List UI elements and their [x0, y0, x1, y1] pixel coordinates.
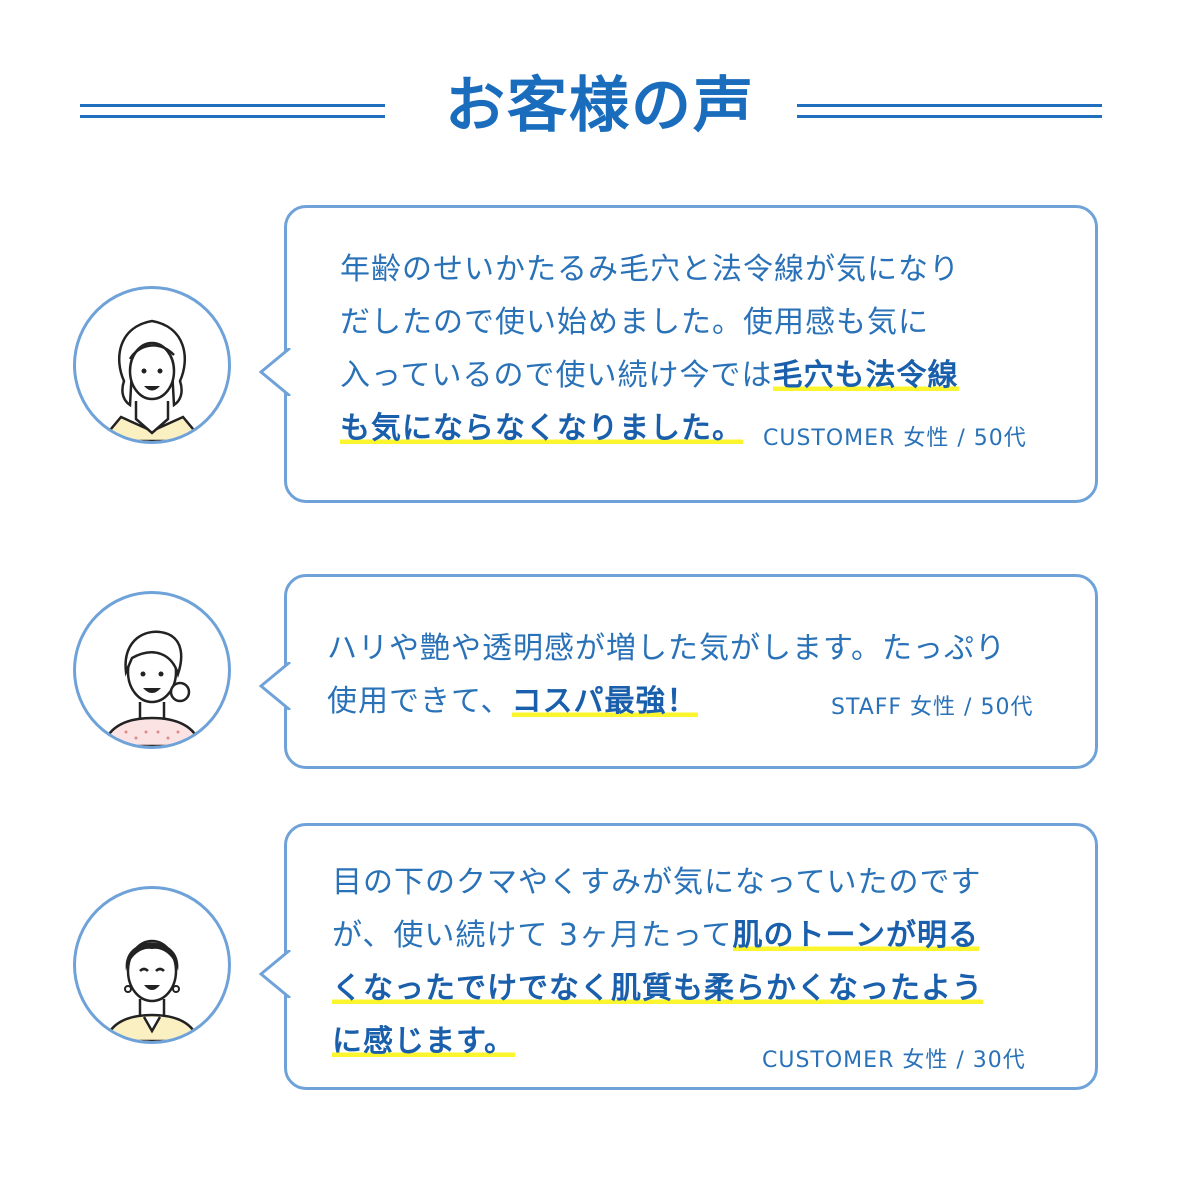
testimonial-card-2: ハリや艶や透明感が増した気がします。たっぷり 使用できて、コスパ最強！ STAF… — [259, 574, 1098, 769]
highlight-text: も気にならなくなりました。 — [340, 411, 743, 446]
page-title: お客様の声 — [445, 71, 755, 141]
highlight-text: くなったでけでなく肌質も柔らかくなったよう — [332, 971, 983, 1006]
woman-bun-avatar-icon — [102, 630, 202, 746]
avatar-staff — [73, 591, 231, 749]
testimonial-card-3: 目の下のクマやくすみが気になっていたのです が、使い続けて 3ヶ月たって肌のトー… — [259, 823, 1098, 1090]
highlight-text: 毛穴も法令線 — [772, 358, 959, 393]
highlight-text: に感じます。 — [332, 1024, 515, 1059]
testimonial-text-2: ハリや艶や透明感が増した気がします。たっぷり 使用できて、コスパ最強！ — [327, 631, 1006, 719]
highlight-text: コスパ最強！ — [511, 684, 698, 719]
testimonial-author-3: CUSTOMER 女性 / 30代 — [762, 1048, 1026, 1073]
avatar-customer-2 — [73, 886, 231, 1044]
speech-bubble-tail — [259, 950, 291, 998]
title-divider-left — [80, 104, 385, 118]
testimonial-card-1: 年齢のせいかたるみ毛穴と法令線が気になり だしたので使い始めました。使用感も気に… — [259, 205, 1098, 503]
woman-short-hair-avatar-icon — [104, 939, 200, 1041]
woman-long-hair-avatar-icon — [99, 319, 205, 441]
testimonial-text-3: 目の下のクマやくすみが気になっていたのです が、使い続けて 3ヶ月たって肌のトー… — [332, 865, 983, 1059]
title-divider-right — [797, 104, 1102, 118]
testimonial-author-1: CUSTOMER 女性 / 50代 — [763, 426, 1027, 451]
section-header: お客様の声 — [0, 62, 1200, 152]
testimonial-author-2: STAFF 女性 / 50代 — [831, 695, 1034, 720]
speech-bubble-tail — [259, 662, 291, 710]
highlight-text: 肌のトーンが明る — [732, 918, 980, 953]
avatar-customer-1 — [73, 286, 231, 444]
testimonial-text-1: 年齢のせいかたるみ毛穴と法令線が気になり だしたので使い始めました。使用感も気に… — [340, 252, 960, 446]
speech-bubble-tail — [259, 348, 291, 396]
